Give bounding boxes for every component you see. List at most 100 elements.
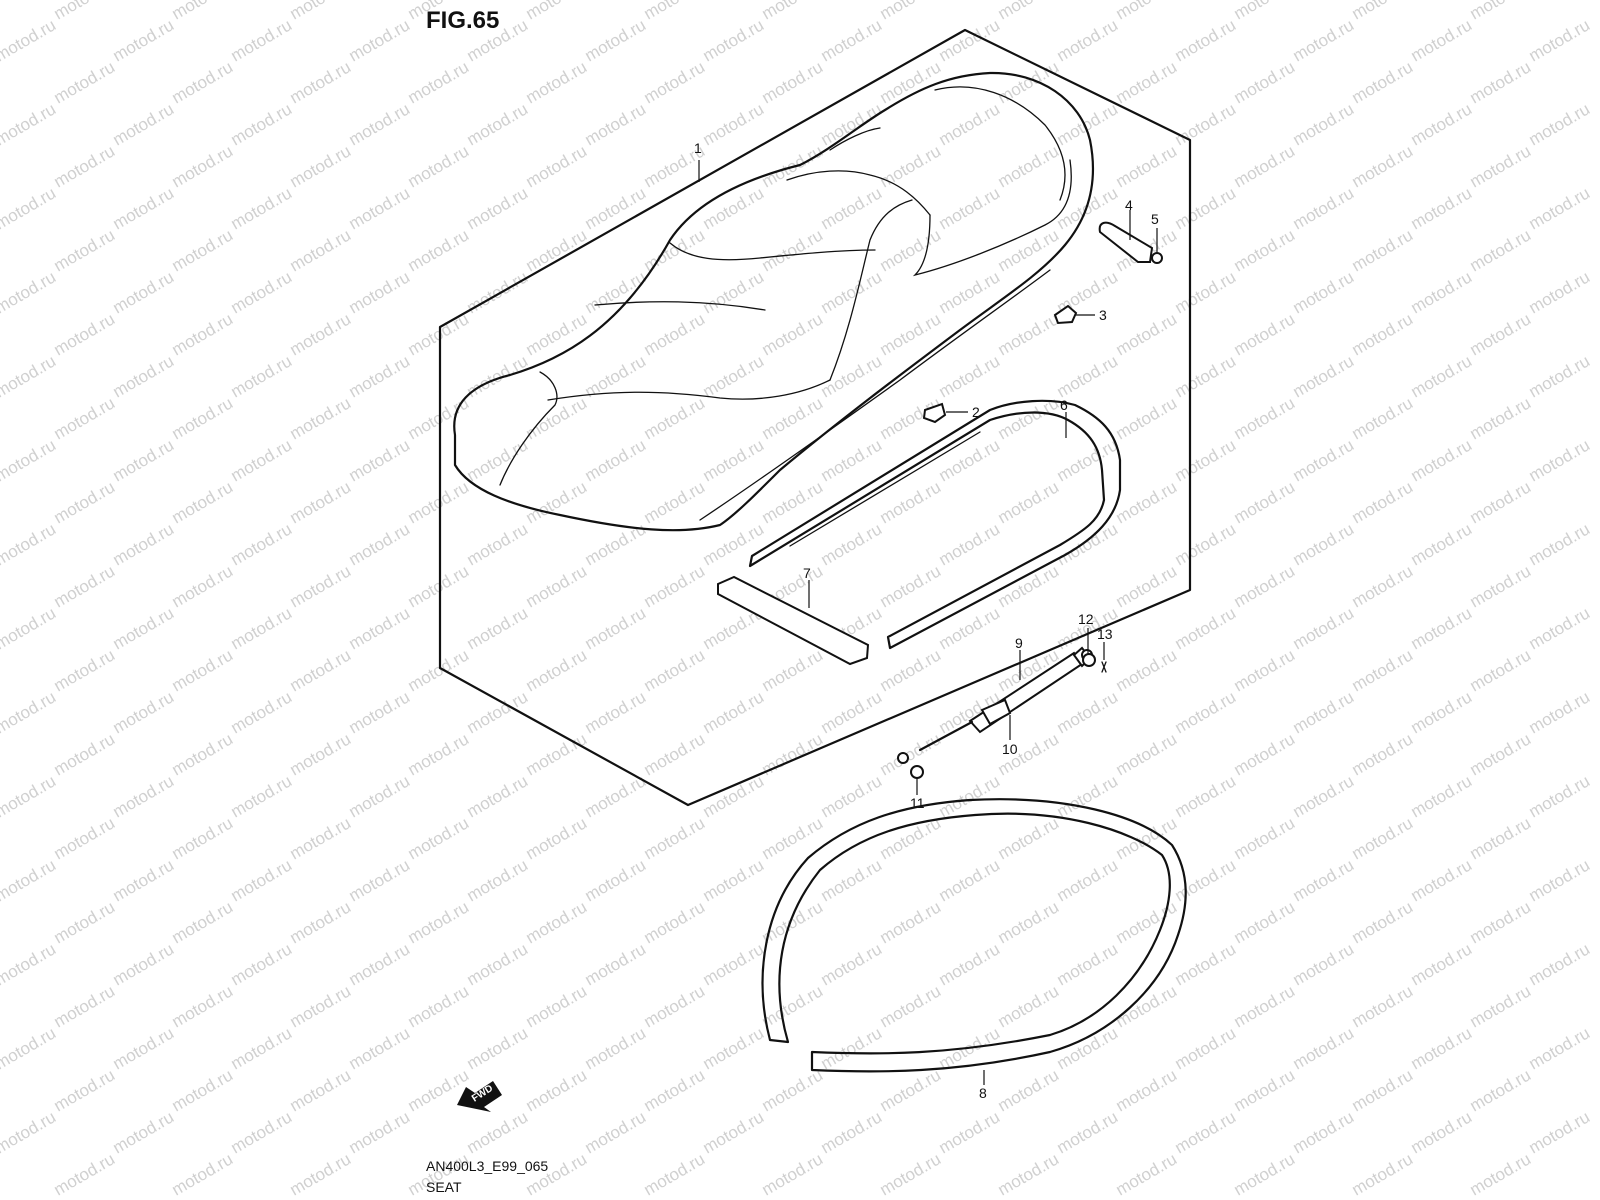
seat-cushion [453, 71, 1095, 532]
watermark-text: motod.ru [51, 0, 119, 23]
watermark-text: motod.ru [346, 603, 414, 653]
watermark-text: motod.ru [877, 57, 945, 107]
watermark-text: motod.ru [346, 183, 414, 233]
watermark-text: motod.ru [936, 435, 1004, 485]
watermark-text: motod.ru [1349, 1065, 1417, 1115]
watermark-text: motod.ru [1113, 897, 1181, 947]
watermark-text: motod.ru [51, 813, 119, 863]
watermark-text: motod.ru [523, 897, 591, 947]
watermark-text: motod.ru [759, 729, 827, 779]
damper-rubber [922, 402, 947, 424]
watermark-text: motod.ru [169, 477, 237, 527]
watermark-text: motod.ru [1526, 15, 1594, 65]
watermark-text: motod.ru [1290, 267, 1358, 317]
watermark-text: motod.ru [169, 393, 237, 443]
watermark-text: motod.ru [700, 435, 768, 485]
watermark-text: motod.ru [1349, 981, 1417, 1031]
watermark-text: motod.ru [1467, 981, 1535, 1031]
watermark-text: motod.ru [405, 225, 473, 275]
watermark-text: motod.ru [1349, 645, 1417, 695]
watermark-text: motod.ru [641, 1149, 709, 1199]
watermark-text: motod.ru [759, 813, 827, 863]
watermark-text: motod.ru [759, 981, 827, 1031]
callout-13: 13 [1097, 626, 1113, 642]
watermark-text: motod.ru [818, 267, 886, 317]
watermark-text: motod.ru [228, 939, 296, 989]
watermark-text: motod.ru [1526, 1023, 1594, 1073]
watermark-text: motod.ru [1054, 687, 1122, 737]
callout-9: 9 [1015, 635, 1023, 651]
watermark-text: motod.ru [1526, 267, 1594, 317]
watermark-text: motod.ru [1290, 15, 1358, 65]
watermark-text: motod.ru [1290, 855, 1358, 905]
watermark-text: motod.ru [936, 519, 1004, 569]
watermark-text: motod.ru [1113, 645, 1181, 695]
watermark-text: motod.ru [1172, 1023, 1240, 1073]
watermark-text: motod.ru [228, 99, 296, 149]
watermark-text: motod.ru [1467, 645, 1535, 695]
watermark-text: motod.ru [1467, 393, 1535, 443]
callout-8: 8 [979, 1085, 987, 1101]
watermark-text: motod.ru [51, 561, 119, 611]
watermark-text: motod.ru [700, 1107, 768, 1157]
watermark-text: motod.ru [1467, 0, 1535, 23]
watermark-text: motod.ru [759, 645, 827, 695]
watermark-text: motod.ru [1054, 99, 1122, 149]
watermark-text: motod.ru [523, 645, 591, 695]
watermark-text: motod.ru [700, 351, 768, 401]
watermark-text: motod.ru [1290, 519, 1358, 569]
watermark-text: motod.ru [1467, 1149, 1535, 1199]
watermark-text: motod.ru [995, 57, 1063, 107]
watermark-text: motod.ru [1526, 351, 1594, 401]
watermark-text: motod.ru [1172, 99, 1240, 149]
watermark-text: motod.ru [110, 687, 178, 737]
watermark-text: motod.ru [1231, 1065, 1299, 1115]
diagram-name: SEAT [426, 1179, 462, 1195]
assembly-boundary [438, 28, 1192, 807]
watermark-text: motod.ru [523, 729, 591, 779]
watermark-text: motod.ru [1408, 1023, 1476, 1073]
watermark-text: motod.ru [228, 183, 296, 233]
watermark-text: motod.ru [169, 0, 237, 23]
watermark-text: motod.ru [523, 1065, 591, 1115]
watermark-text: motod.ru [877, 0, 945, 23]
watermark-text: motod.ru [1467, 57, 1535, 107]
watermark-text: motod.ru [523, 0, 591, 23]
watermark-text: motod.ru [228, 15, 296, 65]
watermark-text: motod.ru [1290, 1107, 1358, 1157]
watermark-text: motod.ru [936, 99, 1004, 149]
callout-12: 12 [1078, 611, 1094, 627]
watermark-text: motod.ru [877, 225, 945, 275]
watermark-text: motod.ru [1172, 771, 1240, 821]
watermark-text: motod.ru [759, 225, 827, 275]
watermark-text: motod.ru [1172, 939, 1240, 989]
watermark-text: motod.ru [1231, 645, 1299, 695]
watermark-text: motod.ru [1408, 267, 1476, 317]
watermark-text: motod.ru [1172, 519, 1240, 569]
watermark-text: motod.ru [1467, 729, 1535, 779]
watermark-text: motod.ru [1231, 1149, 1299, 1199]
watermark-text: motod.ru [818, 435, 886, 485]
watermark-text: motod.ru [287, 645, 355, 695]
watermark-text: motod.ru [228, 351, 296, 401]
watermark-text: motod.ru [287, 57, 355, 107]
watermark-text: motod.ru [1526, 183, 1594, 233]
watermark-text: motod.ru [287, 981, 355, 1031]
watermark-text: motod.ru [995, 1065, 1063, 1115]
watermark-text: motod.ru [110, 267, 178, 317]
watermark-text: motod.ru [1526, 99, 1594, 149]
watermark-text: motod.ru [641, 645, 709, 695]
watermark-text: motod.ru [1526, 1107, 1594, 1157]
watermark-text: motod.ru [641, 57, 709, 107]
watermark-text: motod.ru [1349, 477, 1417, 527]
watermark-text: motod.ru [287, 393, 355, 443]
watermark-text: motod.ru [1172, 267, 1240, 317]
watermark-text: motod.ru [51, 1149, 119, 1199]
watermark-text: motod.ru [818, 519, 886, 569]
watermark-text: motod.ru [51, 981, 119, 1031]
watermark-text: motod.ru [759, 1149, 827, 1199]
watermark-text: motod.ru [1408, 99, 1476, 149]
watermark-text: motod.ru [464, 1107, 532, 1157]
watermark-text: motod.ru [936, 603, 1004, 653]
